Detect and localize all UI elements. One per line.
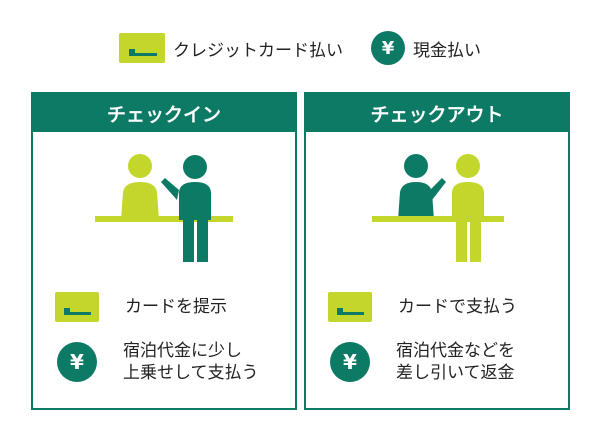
checkout-cash-line1: 宿泊代金などを (396, 341, 515, 361)
checkin-panel: チェックイン カードを提示 ¥ 宿泊代金に少し 上乗せして支払う (31, 92, 297, 410)
front-desk-counter (372, 216, 504, 222)
yen-coin-icon: ¥ (371, 31, 405, 65)
legend-item-card: クレジットカード払い (119, 33, 343, 63)
checkin-title: チェックイン (33, 94, 295, 132)
clerk-figure (161, 155, 211, 262)
guest-figure (121, 154, 159, 220)
credit-card-icon (55, 292, 99, 322)
checkin-illustration (95, 154, 233, 262)
checkout-card-text: カードで支払う (398, 297, 517, 317)
checkin-cash-line2: 上乗せして支払う (123, 363, 259, 383)
checkout-cash-row: ¥ 宿泊代金などを 差し引いて返金 (328, 340, 515, 384)
checkin-cash-row: ¥ 宿泊代金に少し 上乗せして支払う (55, 340, 259, 384)
checkout-illustration (372, 154, 504, 262)
guest-figure (452, 154, 484, 262)
credit-card-icon (119, 33, 165, 63)
checkout-title: チェックアウト (306, 94, 568, 132)
checkout-cash-text: 宿泊代金などを 差し引いて返金 (396, 340, 515, 384)
checkout-card-row: カードで支払う (328, 292, 517, 322)
legend-cash-label: 現金払い (413, 40, 481, 61)
yen-coin-icon: ¥ (57, 342, 97, 382)
checkout-panel: チェックアウト カードで支払う ¥ 宿泊代金などを 差し引いて返金 (304, 92, 570, 410)
legend: クレジットカード払い ¥ 現金払い (0, 28, 600, 68)
legend-item-cash: ¥ 現金払い (371, 31, 481, 65)
checkout-cash-line2: 差し引いて返金 (396, 363, 515, 383)
yen-coin-icon: ¥ (330, 342, 370, 382)
checkin-cash-line1: 宿泊代金に少し (123, 341, 242, 361)
checkin-card-row: カードを提示 (55, 292, 227, 322)
clerk-figure (398, 154, 446, 220)
front-desk-counter (95, 216, 233, 222)
credit-card-icon (328, 292, 372, 322)
checkin-cash-text: 宿泊代金に少し 上乗せして支払う (123, 340, 259, 384)
checkin-card-text: カードを提示 (125, 297, 227, 317)
legend-card-label: クレジットカード払い (173, 40, 343, 61)
